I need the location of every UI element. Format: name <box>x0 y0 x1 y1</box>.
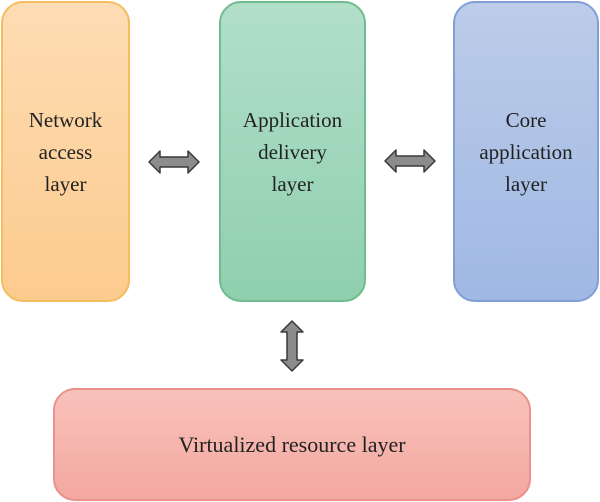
core-application-layer-label: Core application layer <box>479 107 573 196</box>
application-delivery-layer-box: Application delivery layer <box>219 1 366 302</box>
network-access-layer-label: Network access layer <box>28 107 103 196</box>
arrow-shape <box>384 149 436 173</box>
application-delivery-layer-label: Application delivery layer <box>242 107 343 196</box>
arrow-shape <box>148 150 200 174</box>
double-arrow-icon-network-delivery <box>148 150 200 174</box>
arrow-shape <box>280 320 304 372</box>
virtualized-resource-layer-box: Virtualized resource layer <box>53 388 531 501</box>
double-arrow-icon-delivery-virtualized <box>280 320 304 372</box>
core-application-layer-box: Core application layer <box>453 1 599 302</box>
virtualized-resource-layer-label: Virtualized resource layer <box>178 431 406 457</box>
double-arrow-icon-delivery-core <box>384 149 436 173</box>
network-access-layer-box: Network access layer <box>1 1 130 302</box>
